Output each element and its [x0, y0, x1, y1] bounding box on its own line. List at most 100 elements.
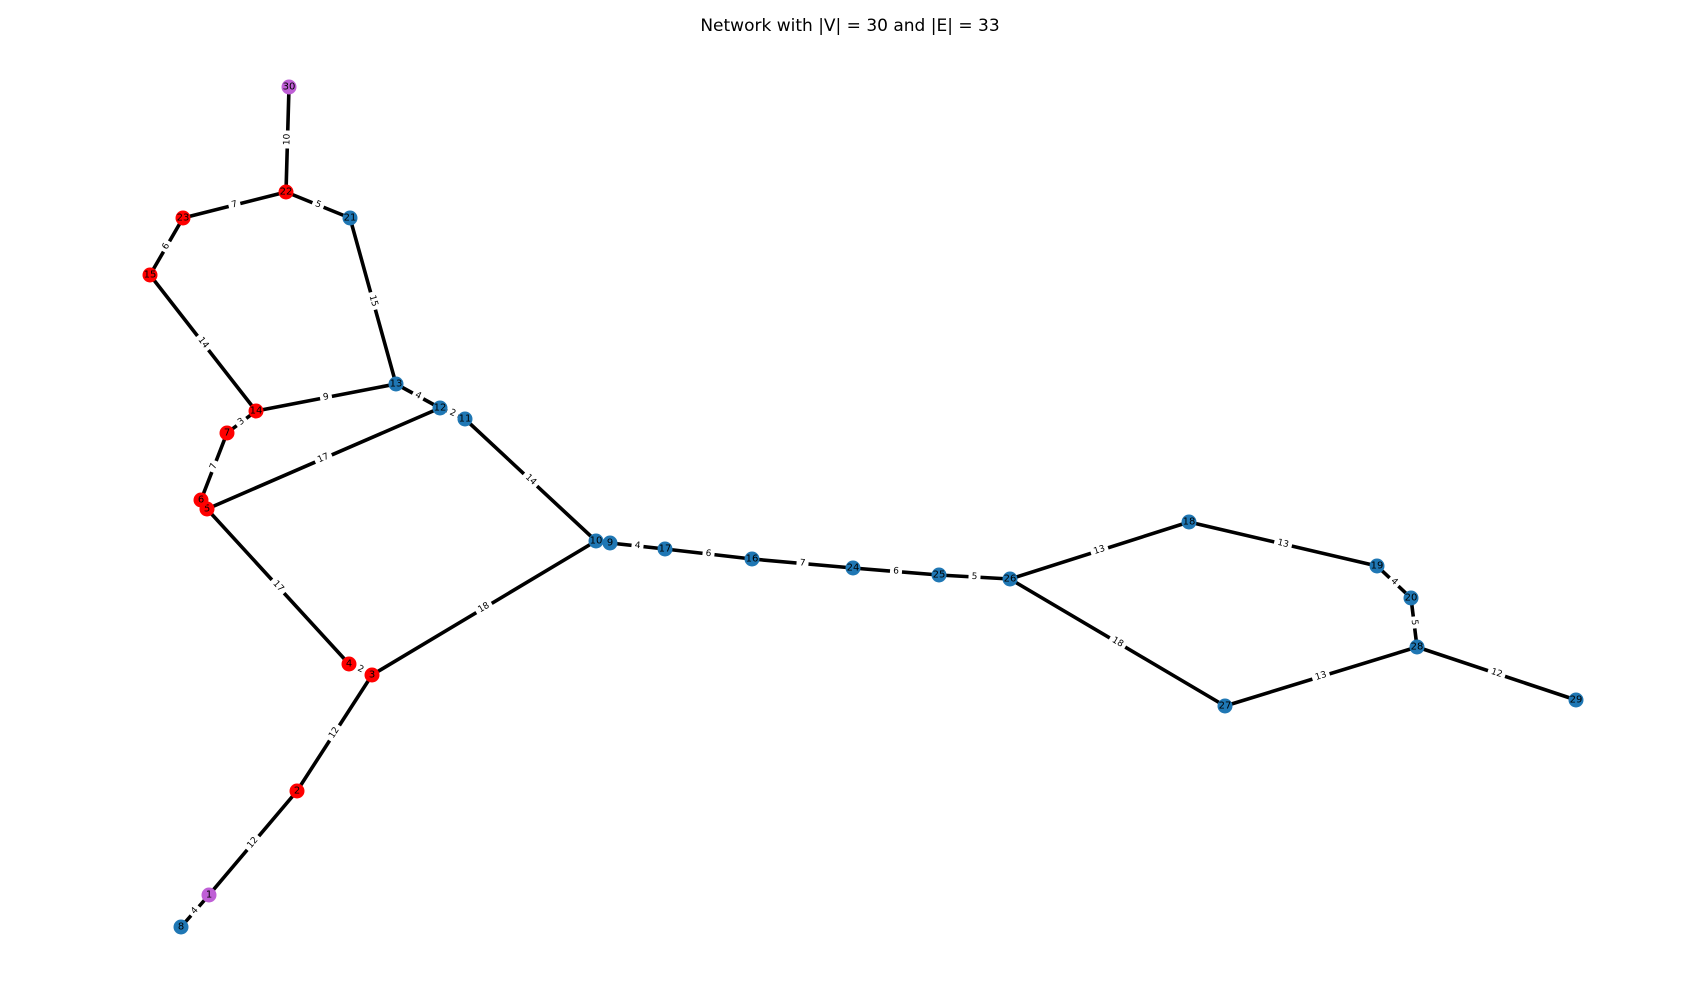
edge-label-group: 4: [1385, 573, 1403, 591]
node-label-6: 6: [198, 495, 204, 506]
node-label-9: 9: [607, 538, 613, 549]
node-28[interactable]: [1409, 639, 1425, 655]
node-2[interactable]: [289, 783, 305, 799]
node-label-22: 22: [280, 187, 293, 198]
edge-label-group: 17: [267, 575, 289, 598]
edge-label-background: [1089, 542, 1110, 559]
node-11[interactable]: [457, 411, 473, 427]
node-22[interactable]: [278, 184, 294, 200]
node-12[interactable]: [432, 400, 448, 416]
edge-weight-label: 3: [236, 416, 247, 427]
edge-label-background: [186, 902, 204, 920]
node-4[interactable]: [341, 656, 357, 672]
node-26[interactable]: [1002, 571, 1018, 587]
node-20[interactable]: [1403, 590, 1419, 606]
edge-label-background: [267, 575, 289, 598]
edge-label-group: 15: [364, 290, 382, 312]
node-label-11: 11: [459, 414, 472, 425]
node-label-1: 1: [206, 890, 212, 901]
node-label-24: 24: [847, 563, 860, 574]
edge-label-background: [795, 556, 810, 571]
node-9[interactable]: [602, 535, 618, 551]
edge-label-background: [158, 238, 175, 255]
edge-weight-label: 9: [322, 392, 330, 403]
node-24[interactable]: [845, 560, 861, 576]
node-8[interactable]: [173, 919, 189, 935]
edge-weight-label: 7: [799, 558, 806, 568]
node-29[interactable]: [1568, 692, 1584, 708]
edge-label-group: 6: [701, 547, 716, 561]
node-label-29: 29: [1570, 695, 1583, 706]
edge-weight-label: 7: [208, 462, 219, 471]
node-25[interactable]: [931, 567, 947, 583]
edge-weight-label: 4: [189, 905, 200, 916]
node-label-26: 26: [1004, 574, 1017, 585]
node-27[interactable]: [1217, 698, 1233, 714]
node-label-28: 28: [1411, 642, 1424, 653]
edge-label-background: [1310, 668, 1332, 685]
edge-weight-label: 10: [282, 133, 292, 145]
edge-label-background: [324, 722, 345, 744]
edge-weight-label: 12: [1489, 667, 1503, 680]
edge-label-group: 12: [1486, 664, 1507, 683]
node-10[interactable]: [588, 533, 604, 549]
node-21[interactable]: [342, 210, 358, 226]
node-6[interactable]: [193, 492, 209, 508]
node-13[interactable]: [388, 376, 404, 392]
node-30[interactable]: [281, 79, 297, 95]
edge-label-group: 3: [233, 413, 250, 431]
edge-label-background: [1385, 573, 1403, 591]
node-label-23: 23: [177, 213, 190, 224]
node-1[interactable]: [201, 887, 217, 903]
node-label-5: 5: [204, 504, 210, 515]
node-17[interactable]: [657, 541, 673, 557]
edge-label-background: [242, 832, 264, 854]
node-19[interactable]: [1369, 558, 1385, 574]
edge-label-group: 12: [242, 832, 264, 854]
edge-label-group: 4: [186, 902, 204, 920]
edge-weight-label: 6: [161, 241, 173, 251]
edge-weight-label: 13: [1276, 538, 1289, 550]
node-label-27: 27: [1219, 701, 1232, 712]
edge-label-background: [1407, 615, 1421, 630]
node-14[interactable]: [248, 403, 264, 419]
edge-label-background: [519, 469, 542, 491]
edge-weight-label: 13: [1314, 670, 1328, 683]
edge-weight-label: 2: [448, 408, 457, 419]
node-label-25: 25: [933, 570, 946, 581]
node-15[interactable]: [142, 267, 158, 283]
edge-weight-label: 6: [893, 566, 900, 576]
edge-label-group: 14: [192, 332, 214, 354]
node-label-16: 16: [746, 554, 759, 565]
edges-layer: [148, 85, 1578, 929]
nodes-layer: 1234567891011121314151617181920212223242…: [142, 79, 1584, 935]
edge-weight-label: 7: [230, 199, 238, 210]
edge-label-background: [192, 332, 214, 354]
node-label-13: 13: [390, 379, 403, 390]
edge-label-group: 9: [318, 390, 334, 405]
edge-label-group: 7: [227, 197, 242, 213]
page-title: Network with |V| = 30 and |E| = 33: [700, 16, 1000, 36]
edge-label-group: 17: [312, 449, 335, 468]
node-label-10: 10: [590, 536, 603, 547]
node-16[interactable]: [744, 551, 760, 567]
edge-label-group: 6: [158, 238, 175, 255]
node-18[interactable]: [1181, 514, 1197, 530]
node-label-15: 15: [144, 270, 157, 281]
node-7[interactable]: [219, 425, 235, 441]
edge-label-group: 4: [409, 387, 427, 405]
edge-label-group: 14: [519, 469, 542, 491]
edge-label-background: [889, 565, 903, 578]
edge-label-group: 18: [473, 598, 495, 618]
edge-label-background: [1106, 632, 1129, 653]
node-label-2: 2: [294, 786, 300, 797]
node-label-30: 30: [283, 82, 296, 93]
edge-label-background: [701, 547, 716, 561]
node-3[interactable]: [364, 667, 380, 683]
edge-label-background: [473, 598, 495, 618]
edge-label-group: 2: [444, 405, 461, 422]
node-23[interactable]: [175, 210, 191, 226]
edge-label-group: 18: [1106, 632, 1129, 653]
edge-weight-label: 5: [313, 199, 322, 210]
